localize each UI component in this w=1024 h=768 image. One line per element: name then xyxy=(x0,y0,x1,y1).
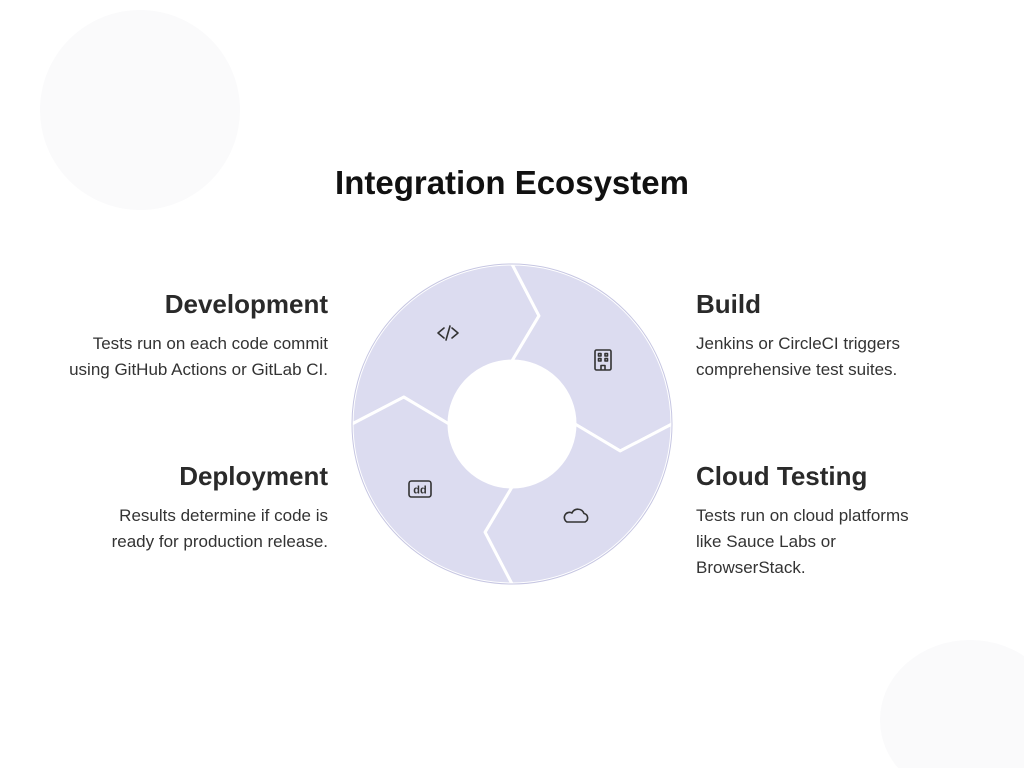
description-line: Results determine if code is xyxy=(119,506,328,525)
segment-build xyxy=(510,262,674,453)
description-line: Jenkins or CircleCI triggers xyxy=(696,334,901,353)
stage-description: Tests run on each code commit using GitH… xyxy=(20,331,328,383)
description-line: Tests run on cloud platforms xyxy=(696,506,909,525)
background-blob-bottom-right xyxy=(880,640,1024,768)
stage-development: Development Tests run on each code commi… xyxy=(20,288,328,383)
description-line: ready for production release. xyxy=(111,532,328,551)
description-line: like Sauce Labs or xyxy=(696,532,836,551)
stage-description: Results determine if code is ready for p… xyxy=(20,503,328,555)
ring-outline xyxy=(351,263,673,585)
stage-title: Build xyxy=(696,289,761,319)
building-icon xyxy=(594,349,612,371)
code-icon xyxy=(437,325,459,341)
diagram-title: Integration Ecosystem xyxy=(335,164,689,201)
stage-description: Tests run on cloud platforms like Sauce … xyxy=(696,503,996,581)
cloud-icon xyxy=(563,508,589,523)
stage-deployment: Deployment Results determine if code is … xyxy=(20,460,328,555)
description-line: using GitHub Actions or GitLab CI. xyxy=(69,360,328,379)
stage-description: Jenkins or CircleCI triggers comprehensi… xyxy=(696,331,996,383)
segment-development xyxy=(350,262,541,426)
stage-build: Build Jenkins or CircleCI triggers compr… xyxy=(696,288,996,383)
datadog-icon: dd xyxy=(408,480,432,498)
description-line: comprehensive test suites. xyxy=(696,360,898,379)
stage-cloud-testing: Cloud Testing Tests run on cloud platfor… xyxy=(696,460,996,581)
segment-deployment xyxy=(350,395,514,586)
stage-title: Development xyxy=(164,289,328,319)
description-line: BrowserStack. xyxy=(696,558,806,577)
description-line: Tests run on each code commit xyxy=(92,334,328,353)
cycle-ring: dd xyxy=(350,262,674,586)
svg-text:dd: dd xyxy=(413,485,426,497)
segment-cloud-testing xyxy=(483,422,674,586)
background-blob-top-left xyxy=(40,10,240,210)
stage-title: Deployment xyxy=(179,461,328,491)
stage-title: Cloud Testing xyxy=(696,461,868,491)
